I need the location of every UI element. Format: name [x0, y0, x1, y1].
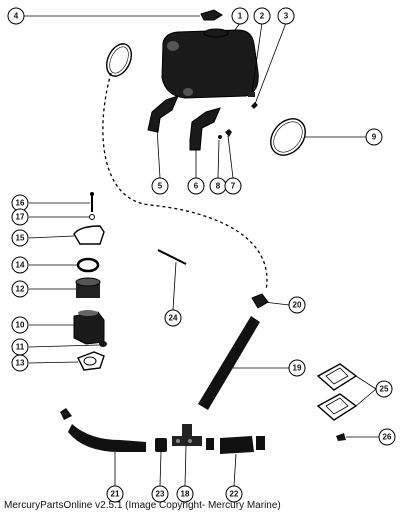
callout-13[interactable]: 13 [11, 354, 29, 372]
leader-lines [24, 15, 379, 487]
callout-10-label: 10 [16, 321, 25, 330]
part-7-screw [225, 129, 232, 137]
callout-1[interactable]: 1 [231, 7, 249, 25]
callout-17[interactable]: 17 [11, 208, 29, 226]
callout-1-label: 1 [238, 12, 243, 21]
part-19-hose [198, 316, 260, 410]
part-5-bracket [147, 95, 179, 133]
part-18-tee [172, 424, 202, 446]
callout-18-label: 18 [181, 490, 190, 499]
copyright-footer: MercuryPartsOnline v2.5.1 (Image Copyrig… [4, 500, 281, 511]
part-13-gasket [77, 351, 105, 371]
callout-20-label: 20 [293, 301, 302, 310]
callout-21[interactable]: 21 [106, 485, 124, 503]
fitting-small-right [206, 438, 214, 450]
callout-7-label: 7 [231, 182, 236, 191]
callout-22[interactable]: 22 [225, 485, 243, 503]
callout-19[interactable]: 19 [288, 359, 306, 377]
callout-3[interactable]: 3 [277, 7, 295, 25]
part-17-washer [89, 214, 95, 220]
part-15-gasket [73, 225, 105, 245]
part-21-hose [68, 424, 146, 452]
callout-25-label: 25 [380, 385, 389, 394]
callout-15-label: 15 [16, 234, 25, 243]
part-10-elbow-housing [73, 310, 105, 345]
part-23-clamp [155, 438, 167, 452]
callout-22-label: 22 [230, 490, 239, 499]
part-11-plug [99, 341, 107, 347]
callout-8[interactable]: 8 [209, 177, 227, 195]
callout-17-label: 17 [16, 213, 25, 222]
callout-12-label: 12 [16, 285, 25, 294]
callout-14[interactable]: 14 [11, 256, 29, 274]
part-9-clamp-ring [270, 118, 306, 156]
callout-4-label: 4 [14, 12, 19, 21]
callout-4[interactable]: 4 [7, 7, 25, 25]
callout-8-label: 8 [216, 182, 221, 191]
part-14-o-ring [76, 257, 100, 273]
callout-12[interactable]: 12 [11, 280, 29, 298]
callout-2[interactable]: 2 [253, 7, 271, 25]
part-6-bracket [189, 107, 221, 151]
part-2-fitting [248, 92, 255, 97]
callout-13-label: 13 [16, 359, 25, 368]
clamp-ring-left [106, 43, 132, 77]
callout-3-label: 3 [284, 12, 289, 21]
dashed-hose-route [102, 72, 268, 291]
callout-26-label: 26 [383, 433, 392, 442]
part-8-washer [218, 135, 222, 139]
callout-7[interactable]: 7 [224, 177, 242, 195]
fitting-small-left [60, 408, 72, 420]
callout-16-label: 16 [16, 199, 25, 208]
callout-9[interactable]: 9 [365, 128, 383, 146]
part-4-cap [200, 9, 223, 21]
callout-21-label: 21 [111, 490, 120, 499]
part-24-rod [157, 249, 187, 265]
callout-20[interactable]: 20 [288, 296, 306, 314]
callout-11-label: 11 [16, 343, 25, 352]
callout-2-label: 2 [260, 12, 265, 21]
callout-19-label: 19 [293, 364, 302, 373]
part-22-hose [220, 436, 254, 454]
callout-23-label: 23 [156, 490, 165, 499]
callout-24[interactable]: 24 [164, 309, 182, 327]
callout-5[interactable]: 5 [151, 177, 169, 195]
callout-25[interactable]: 25 [375, 380, 393, 398]
callout-11[interactable]: 11 [11, 338, 29, 356]
callout-18[interactable]: 18 [176, 485, 194, 503]
part-3-screw [251, 102, 258, 109]
callout-9-label: 9 [372, 133, 377, 142]
clamp-small-right [256, 436, 265, 450]
part-26-plug [336, 433, 346, 441]
callout-6[interactable]: 6 [187, 177, 205, 195]
callout-14-label: 14 [16, 261, 25, 270]
part-1-muffler [161, 28, 259, 99]
callout-23[interactable]: 23 [151, 485, 169, 503]
part-12-sleeve [75, 277, 101, 298]
part-20-coupler [251, 293, 269, 309]
callout-26[interactable]: 26 [378, 428, 396, 446]
callout-15[interactable]: 15 [11, 229, 29, 247]
callout-6-label: 6 [194, 182, 199, 191]
callout-10[interactable]: 10 [11, 316, 29, 334]
part-25-gaskets [316, 363, 358, 421]
callout-5-label: 5 [158, 182, 163, 191]
callout-24-label: 24 [169, 314, 178, 323]
